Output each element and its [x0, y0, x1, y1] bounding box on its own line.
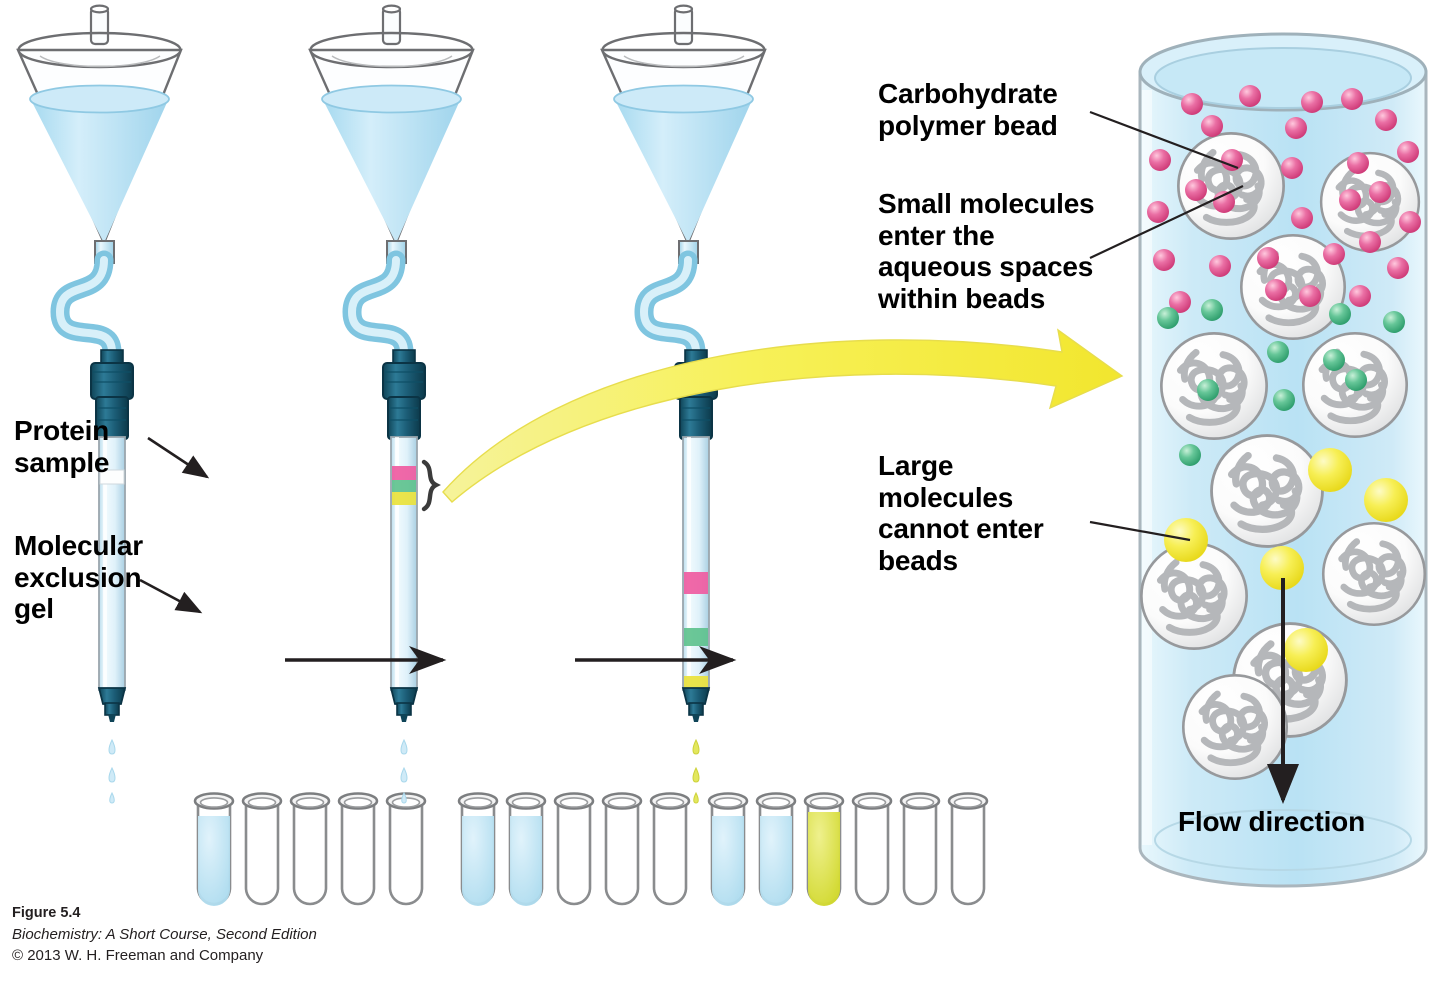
band-green [684, 628, 708, 646]
test-tube [899, 792, 941, 906]
test-tube-rack-2 [457, 792, 691, 907]
column-fitting-1 [90, 349, 134, 440]
apparatus-panel-1 [16, 4, 427, 907]
funnel-reservoir-2 [308, 4, 475, 264]
figure-number: Figure 5.4 [12, 905, 81, 921]
label-flow-direction: Flow direction [1178, 806, 1365, 837]
band-pink [392, 466, 416, 480]
test-tube [337, 792, 379, 906]
test-tube [601, 792, 643, 906]
test-tube [241, 792, 283, 906]
band-yellow [392, 492, 416, 505]
leader-protein-sample [147, 436, 210, 479]
label-molecular-exclusion-gel: Molecular exclusion gel [14, 530, 143, 625]
test-tube [803, 792, 845, 907]
band-protein-sample [99, 469, 125, 485]
test-tube [755, 792, 797, 907]
drip-stream-2 [400, 738, 408, 804]
label-protein-sample: Protein sample [14, 415, 110, 478]
test-tube-rack-3 [707, 792, 989, 907]
test-tube-rack-1 [193, 792, 427, 907]
test-tube [193, 792, 235, 907]
test-tube [385, 792, 427, 906]
magnification-arrow [442, 328, 1124, 503]
test-tube [553, 792, 595, 906]
chromatography-column-2 [389, 436, 419, 722]
magnified-column [1140, 32, 1426, 888]
figure-copyright: © 2013 W. H. Freeman and Company [12, 946, 264, 964]
chromatography-column-3 [681, 436, 711, 722]
chromatography-column-1 [97, 436, 127, 722]
funnel-reservoir-3 [600, 4, 767, 264]
test-tube [947, 792, 989, 906]
small-molecules-pink [1147, 85, 1421, 313]
label-small-molecules: Small molecules enter the aqueous spaces… [878, 188, 1095, 314]
leader-lines [139, 110, 1244, 614]
leader-carbohydrate-bead [1089, 110, 1239, 170]
apparatus-panel-2 [308, 4, 691, 907]
leader-large-molecules [1089, 520, 1191, 542]
test-tube [649, 792, 691, 906]
funnel-reservoir-1 [16, 4, 183, 264]
test-tube [851, 792, 893, 906]
band-pink [684, 572, 708, 594]
figure-caption: Figure 5.4 Biochemistry: A Short Course,… [12, 903, 532, 966]
test-tube [707, 792, 749, 907]
leader-small-molecules [1089, 185, 1244, 259]
column-fitting-2 [382, 349, 426, 440]
figure-source: Biochemistry: A Short Course, Second Edi… [12, 925, 317, 943]
small-molecules-green [1157, 299, 1405, 466]
label-large-molecules: Large molecules cannot enter beads [878, 450, 1044, 576]
drip-stream-3 [692, 738, 700, 804]
test-tube [457, 792, 499, 907]
drip-stream-1 [108, 738, 116, 804]
label-carbohydrate-polymer-bead: Carbohydrate polymer bead [878, 78, 1058, 141]
test-tube [289, 792, 331, 906]
leader-molecular-exclusion-gel [139, 578, 203, 614]
band-yellow [684, 676, 708, 690]
band-green [392, 480, 416, 492]
band-brace [421, 459, 441, 512]
test-tube [505, 792, 547, 907]
